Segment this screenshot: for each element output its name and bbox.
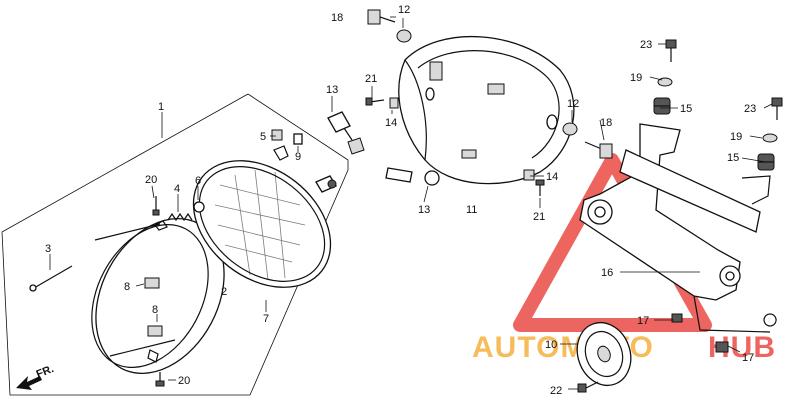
nut-6 <box>193 201 205 213</box>
collar-12-top <box>396 29 412 43</box>
grommet-15-left <box>653 97 671 115</box>
bolt-18-top <box>367 9 396 25</box>
callout-18-top: 18 <box>331 12 343 24</box>
callout-1: 1 <box>158 101 164 113</box>
callout-2: 2 <box>221 286 227 298</box>
screw-21-top <box>365 97 385 106</box>
front-direction-arrow-icon <box>16 376 42 390</box>
callout-8-upper: 8 <box>124 281 130 293</box>
callout-13-bottom: 13 <box>418 204 430 216</box>
horn-10 <box>576 321 632 387</box>
callout-20-bottom: 20 <box>178 375 190 387</box>
screw-20-top <box>152 196 160 216</box>
nut-17-top <box>671 313 683 323</box>
leader-lines <box>49 16 773 390</box>
callout-3: 3 <box>45 243 51 255</box>
nut-17-bottom <box>715 341 729 353</box>
clip-5 <box>271 129 283 141</box>
callout-23-right: 23 <box>744 103 756 115</box>
callout-17-top: 17 <box>637 315 649 327</box>
callout-4: 4 <box>174 183 180 195</box>
grommet-14-top <box>389 97 399 109</box>
callout-17-bottom: 17 <box>742 352 754 364</box>
callouts: 1 2 3 4 5 6 7 8 8 9 10 11 12 12 13 13 14… <box>45 4 756 397</box>
bolt-23-right <box>771 97 783 120</box>
screw-21-bottom <box>535 179 545 196</box>
callout-18-mid: 18 <box>600 117 612 129</box>
connector-13-top <box>327 111 365 155</box>
callout-7: 7 <box>263 313 269 325</box>
washer-19-right <box>762 133 778 143</box>
collar-12-mid <box>562 122 578 136</box>
callout-19-right: 19 <box>730 131 742 143</box>
callout-6: 6 <box>195 175 201 187</box>
callout-19-left: 19 <box>630 72 642 84</box>
bulb-holder-9 <box>293 133 303 145</box>
callout-14-top: 14 <box>385 117 397 129</box>
callout-22: 22 <box>550 385 562 397</box>
callout-20-top: 20 <box>145 174 157 186</box>
front-direction-label: FR. <box>35 363 56 381</box>
grommet-14-bottom <box>523 169 535 181</box>
callout-23-left: 23 <box>640 39 652 51</box>
callout-21-bottom: 21 <box>533 211 545 223</box>
bracket-under-5 <box>273 145 289 161</box>
callout-9: 9 <box>295 151 301 163</box>
headlight-unit <box>192 160 337 288</box>
callout-11: 11 <box>466 204 477 216</box>
callout-5: 5 <box>260 131 266 143</box>
callout-14-bottom: 14 <box>546 171 558 183</box>
bolt-23-left <box>665 39 677 62</box>
callout-21-top: 21 <box>365 73 377 85</box>
callout-8-lower: 8 <box>152 304 158 316</box>
callout-10: 10 <box>545 339 557 351</box>
callout-16: 16 <box>601 267 613 279</box>
callout-15-left: 15 <box>680 103 692 115</box>
callout-12-mid: 12 <box>567 98 579 110</box>
connector-13-bottom <box>385 167 440 186</box>
headlight-rim <box>91 217 225 375</box>
callout-12-top: 12 <box>398 4 410 16</box>
assembly-boundary <box>1 93 349 396</box>
callout-13-top: 13 <box>326 84 338 96</box>
adjuster-spring-4 <box>167 212 193 222</box>
headlight-stay-16 <box>579 123 777 333</box>
screw-20-bottom <box>155 372 165 387</box>
screw-3 <box>29 265 73 292</box>
bolt-18-mid <box>584 141 613 159</box>
headlight-case <box>398 35 575 185</box>
bolt-22 <box>577 381 599 393</box>
callout-15-right: 15 <box>727 152 739 164</box>
